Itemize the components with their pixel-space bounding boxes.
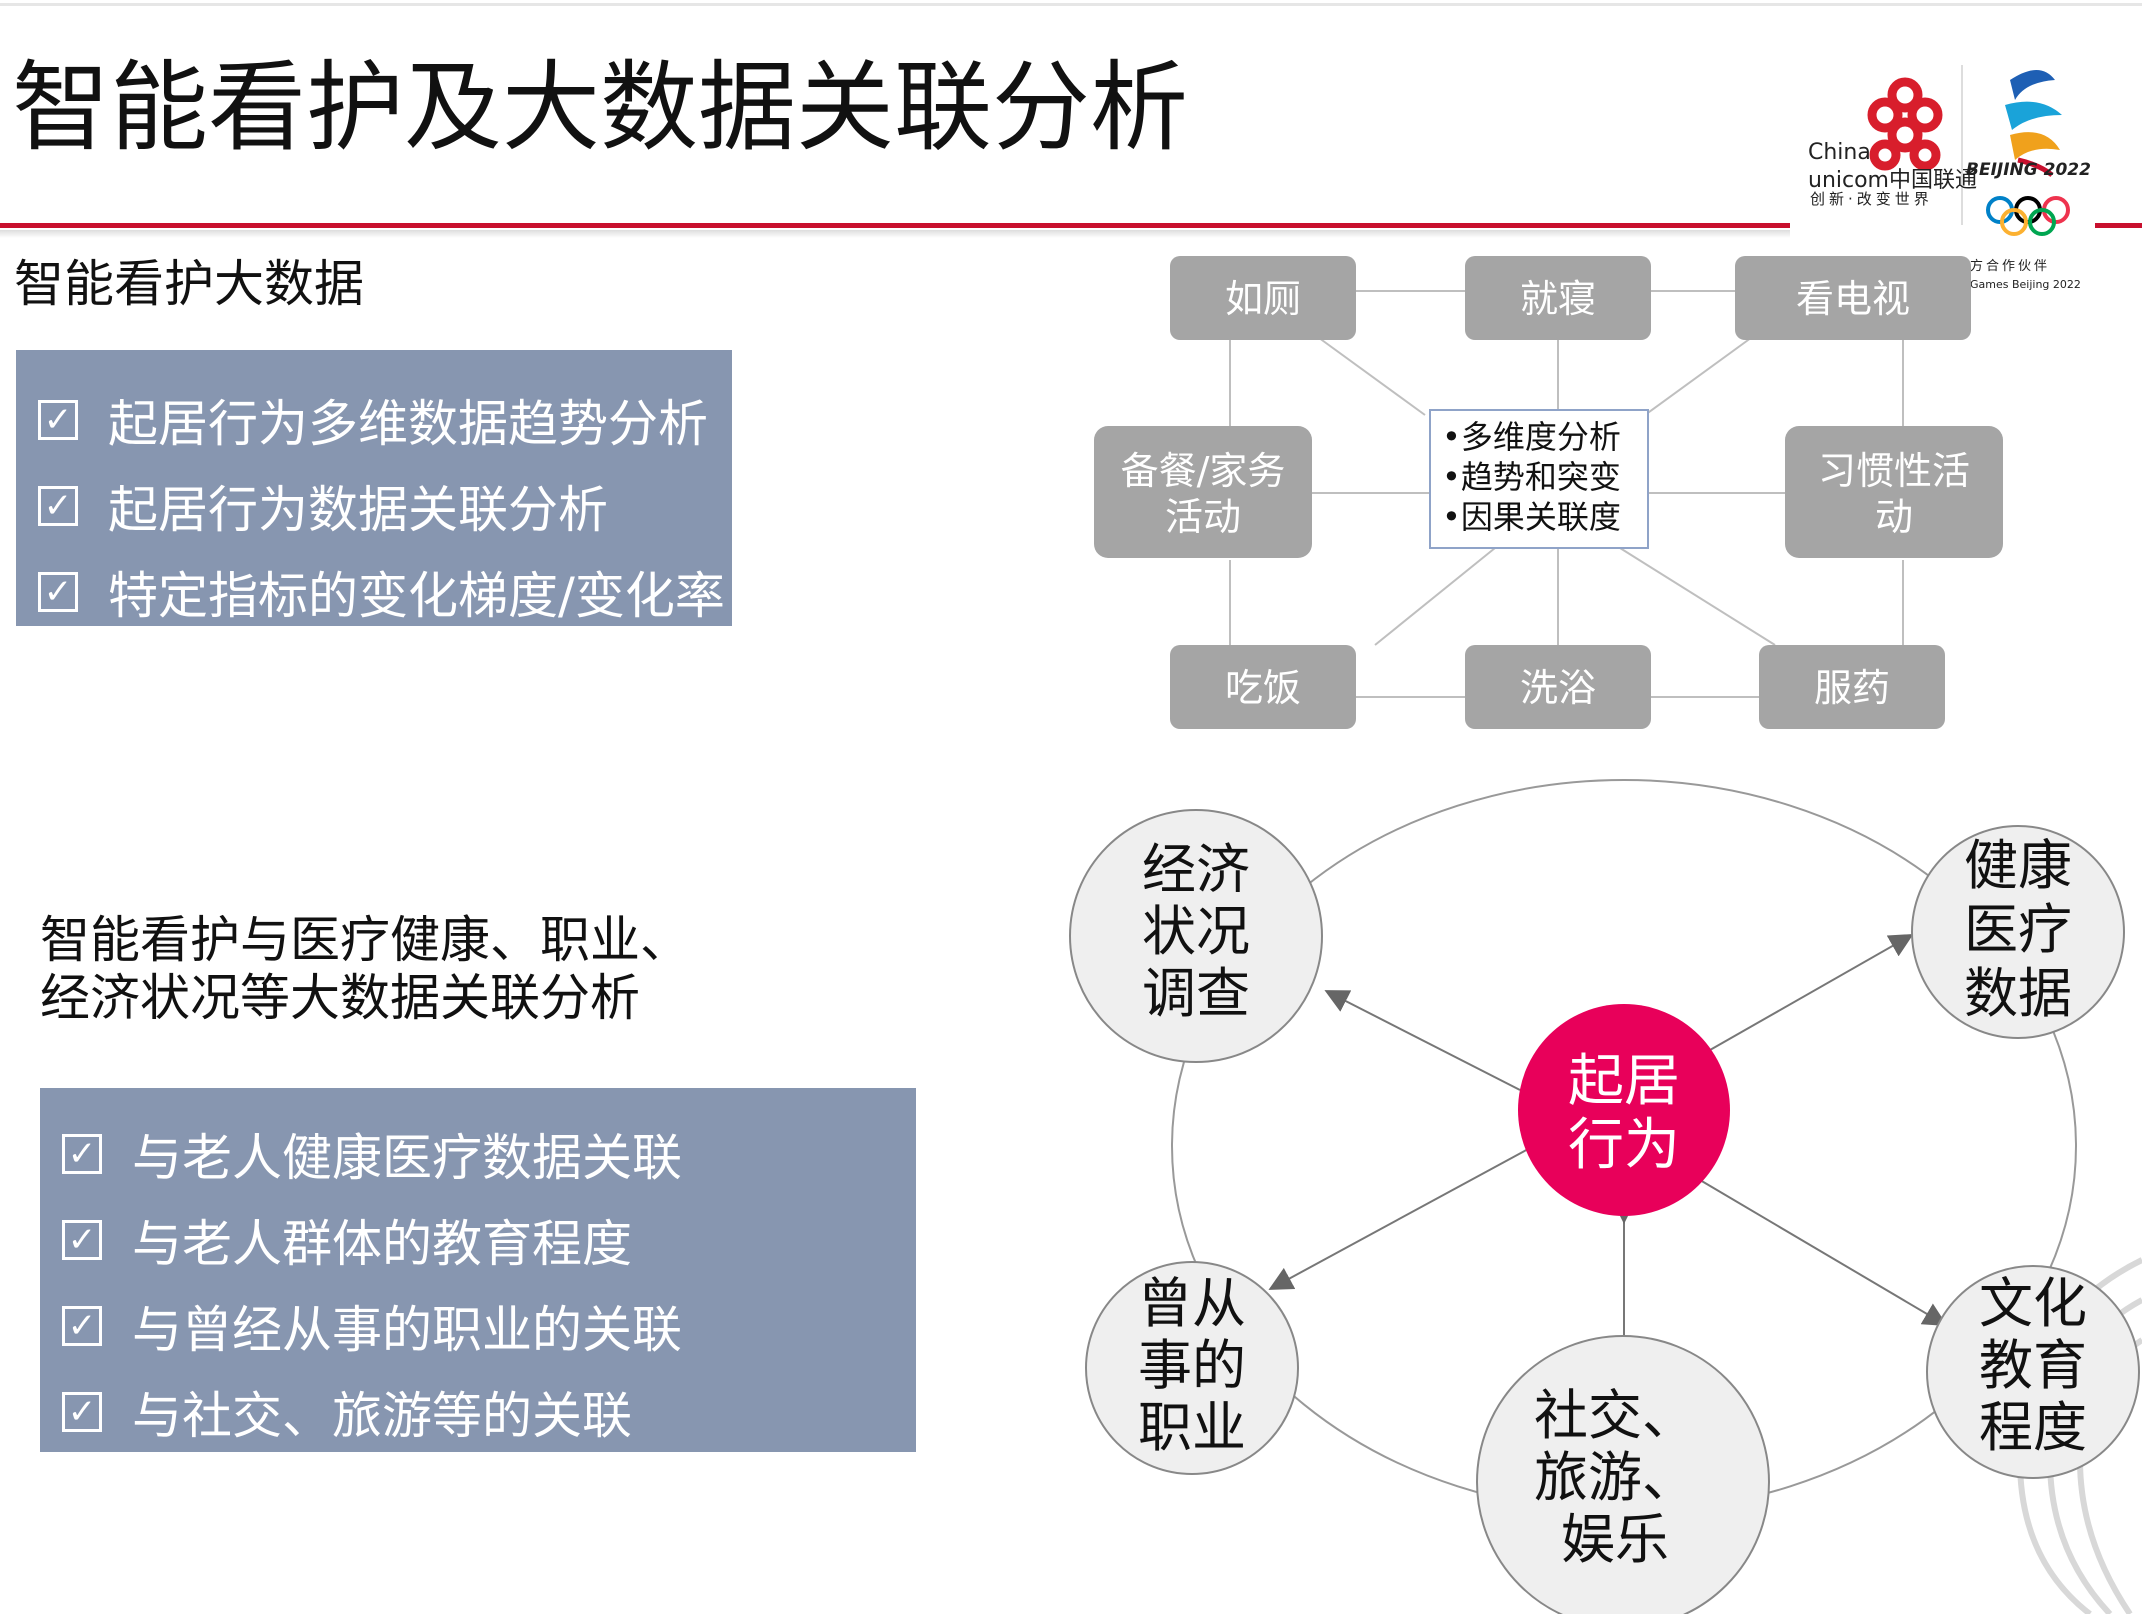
- label-cooking-2: 活动: [1165, 495, 1241, 539]
- node-toilet: [1170, 256, 1356, 340]
- activity-nodes: [1094, 256, 2003, 729]
- olympic-rings-icon: [1986, 196, 2070, 236]
- list-item-label: 与曾经从事的职业的关联: [132, 1301, 682, 1359]
- checkbox-icon: ✓: [62, 1306, 102, 1346]
- checkbox-icon: ✓: [62, 1220, 102, 1260]
- label-eat: 吃饭: [1225, 666, 1301, 710]
- list-item-label: 起居行为数据关联分析: [108, 481, 608, 539]
- center-analysis-box: [1429, 409, 1649, 549]
- list-item: ✓ 特定指标的变化梯度/变化率: [38, 556, 725, 628]
- list-item: ✓ 起居行为数据关联分析: [38, 470, 608, 542]
- unicom-knot-icon: [1867, 77, 1943, 171]
- checkbox-icon: ✓: [38, 572, 78, 612]
- section1-heading: 智能看护大数据: [14, 255, 364, 313]
- social-1: 社交、: [1534, 1384, 1696, 1447]
- feature-box-2: ✓ 与老人健康医疗数据关联 ✓ 与老人群体的教育程度 ✓ 与曾经从事的职业的关联…: [40, 1088, 916, 1452]
- node-medicine: [1759, 645, 1945, 729]
- relation-diagram: 经济 状况 调查 健康 医疗 数据 曾从 事的 职业 文化 教育 程度 社交、 …: [1069, 779, 2142, 1614]
- node-economic: [1069, 809, 1323, 1063]
- section2-heading-line2: 经济状况等大数据关联分析: [40, 969, 640, 1027]
- education-2: 教育: [1979, 1334, 2087, 1397]
- center-line-3: •因果关联度: [1442, 498, 1621, 536]
- header-divider-right: [2095, 223, 2142, 228]
- label-habit-2: 动: [1875, 495, 1913, 539]
- career-3: 职业: [1138, 1396, 1246, 1459]
- feature-box-1: ✓ 起居行为多维数据趋势分析 ✓ 起居行为数据关联分析 ✓ 特定指标的变化梯度/…: [16, 350, 732, 626]
- label-habit-1: 习惯性活: [1818, 449, 1970, 493]
- unicom-text-1: China: [1808, 140, 1871, 165]
- list-item: ✓ 与社交、旅游等的关联: [62, 1376, 632, 1448]
- checkbox-icon: ✓: [38, 400, 78, 440]
- career-1: 曾从: [1138, 1272, 1246, 1335]
- social-3: 娱乐: [1561, 1508, 1669, 1571]
- node-health: [1911, 825, 2125, 1039]
- node-sleep: [1465, 256, 1651, 340]
- health-2: 医疗: [1964, 898, 2072, 961]
- header-shadow: [0, 230, 1790, 238]
- unicom-text-2: unicom中国联通: [1808, 168, 1977, 193]
- list-item: ✓ 与老人群体的教育程度: [62, 1204, 632, 1276]
- activity-diagram: 如厕 就寝 看电视 备餐/家务 活动 习惯性活 动 吃饭 洗浴 服药 •多维度分…: [1094, 256, 2003, 729]
- node-education: [1926, 1265, 2140, 1479]
- beijing-2022-emblem-icon: [2005, 70, 2062, 177]
- education-3: 程度: [1979, 1396, 2087, 1459]
- label-tv: 看电视: [1796, 277, 1910, 321]
- list-item: ✓ 与老人健康医疗数据关联: [62, 1118, 682, 1190]
- logo-area: China unicom中国联通 创新·改变世界 BEIJING 2022 方合…: [1800, 60, 2140, 300]
- page-title: 智能看护及大数据关联分析: [12, 51, 1189, 165]
- label-cooking-1: 备餐/家务: [1121, 449, 1286, 493]
- center-line-2: •趋势和突变: [1442, 458, 1621, 496]
- top-rule: [0, 3, 2142, 6]
- list-item-label: 与老人群体的教育程度: [132, 1215, 632, 1273]
- health-1: 健康: [1964, 834, 2072, 897]
- node-center: [1518, 1004, 1730, 1216]
- checkbox-icon: ✓: [62, 1134, 102, 1174]
- node-career: [1085, 1261, 1299, 1475]
- economic-1: 经济: [1142, 838, 1250, 901]
- center-line-1: •多维度分析: [1442, 418, 1621, 456]
- list-item: ✓ 起居行为多维数据趋势分析: [38, 384, 708, 456]
- center-label-1: 起居: [1568, 1049, 1680, 1114]
- center-label-2: 行为: [1568, 1113, 1680, 1178]
- unicom-slogan: 创新·改变世界: [1810, 190, 1933, 208]
- section2-heading-line1: 智能看护与医疗健康、职业、: [40, 911, 690, 969]
- header-divider: [0, 223, 1790, 228]
- node-bath: [1465, 645, 1651, 729]
- node-cooking: [1094, 426, 1312, 558]
- list-item-label: 特定指标的变化梯度/变化率: [108, 567, 725, 625]
- economic-3: 调查: [1142, 962, 1250, 1025]
- label-medicine: 服药: [1814, 666, 1890, 710]
- node-habit: [1785, 426, 2003, 558]
- checkbox-icon: ✓: [62, 1392, 102, 1432]
- education-1: 文化: [1979, 1272, 2087, 1335]
- partner-text-2: Games Beijing 2022: [1970, 278, 2081, 291]
- social-2: 旅游、: [1534, 1446, 1696, 1509]
- beijing-text: BEIJING 2022: [1966, 160, 2091, 180]
- node-tv: [1735, 256, 1971, 340]
- china-unicom-logo: [1867, 65, 2070, 236]
- checkbox-icon: ✓: [38, 486, 78, 526]
- label-sleep: 就寝: [1520, 277, 1596, 321]
- list-item: ✓ 与曾经从事的职业的关联: [62, 1290, 682, 1362]
- partner-text-1: 方合作伙伴: [1970, 259, 2051, 274]
- label-toilet: 如厕: [1225, 277, 1301, 321]
- list-item-label: 与社交、旅游等的关联: [132, 1387, 632, 1445]
- list-item-label: 与老人健康医疗数据关联: [132, 1129, 682, 1187]
- activity-connectors: [1229, 290, 1904, 698]
- career-2: 事的: [1138, 1334, 1246, 1397]
- node-social: [1476, 1335, 1770, 1614]
- node-eat: [1170, 645, 1356, 729]
- label-bath: 洗浴: [1520, 666, 1596, 710]
- health-3: 数据: [1964, 962, 2072, 1025]
- economic-2: 状况: [1142, 900, 1250, 963]
- list-item-label: 起居行为多维数据趋势分析: [108, 395, 708, 453]
